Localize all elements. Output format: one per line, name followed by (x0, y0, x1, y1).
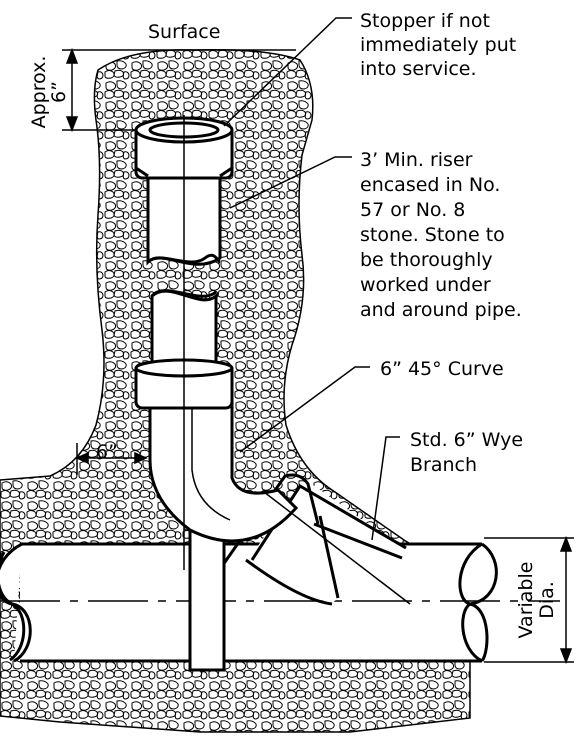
riser-line-4: stone. Stone to (360, 224, 505, 246)
approx-label: Approx. 6” (28, 56, 70, 129)
leaders (223, 17, 400, 541)
stopper-line-3: into service. (360, 58, 477, 80)
offset-label: 6” (96, 441, 118, 463)
wye-line-1: Std. 6” Wye (410, 429, 523, 451)
curve-45 (148, 398, 299, 543)
surface-label: Surface (148, 21, 220, 43)
dia-text: Dia. (536, 581, 558, 619)
stopper-line-1: Stopper if not (360, 10, 490, 32)
approx-value: 6” (48, 81, 70, 103)
curve-note: 6” 45° Curve (380, 358, 504, 380)
riser-line-2: encased in No. (360, 174, 500, 196)
wye-vertical (188, 528, 226, 672)
riser-line-6: worked under (360, 274, 491, 296)
approx-dimension (62, 47, 296, 133)
wye-line-2: Branch (410, 454, 477, 476)
riser-line-3: 57 or No. 8 (360, 199, 465, 221)
offset-dimension (75, 443, 148, 475)
riser-line-7: and around pipe. (360, 299, 522, 321)
main-pipe (0, 542, 498, 663)
riser-note: 3’ Min. riser encased in No. 57 or No. 8… (360, 149, 522, 321)
variable-label: Variable Dia. (515, 562, 558, 639)
stopper-note: Stopper if not immediately put into serv… (360, 10, 516, 80)
approx-text: Approx. (28, 56, 50, 129)
riser-line-5: be thoroughly (360, 249, 493, 271)
branch-centerline (263, 491, 411, 605)
variable-text: Variable (515, 562, 537, 639)
wye-note: Std. 6” Wye Branch (410, 429, 523, 476)
riser-line-1: 3’ Min. riser (360, 149, 473, 171)
variable-dimension (484, 535, 574, 665)
stopper-line-2: immediately put (360, 34, 516, 56)
